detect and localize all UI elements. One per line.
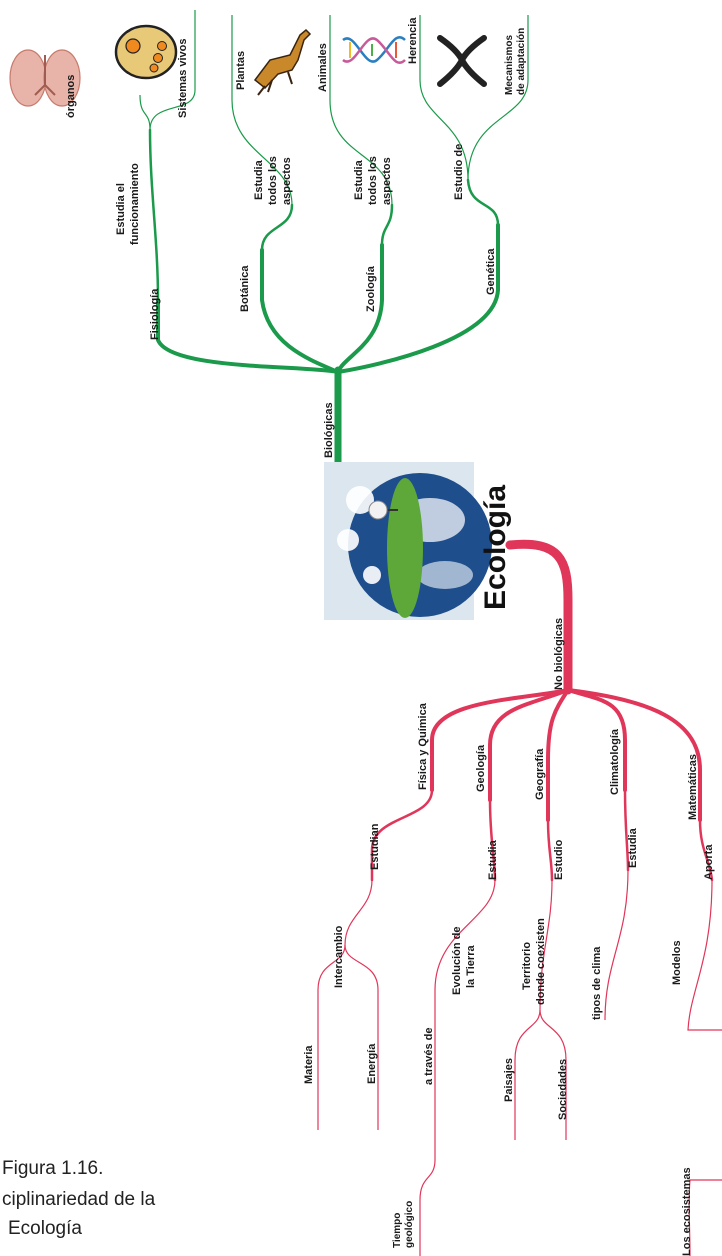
central-title: Ecología bbox=[479, 485, 512, 610]
label-zoologia: Zoología bbox=[365, 265, 377, 312]
caption-line-1: Figura 1.16. bbox=[2, 1158, 103, 1179]
label-evolucion-2: la Tierra bbox=[465, 945, 477, 988]
label-estudia-1a: Estudia bbox=[253, 159, 265, 200]
label-ecosistemas: Los ecosistemas bbox=[681, 1167, 693, 1256]
caption-line-2: ciplinariedad de la bbox=[2, 1189, 156, 1210]
cell-icon bbox=[114, 24, 178, 80]
dna-icon bbox=[342, 36, 406, 64]
giraffe-icon bbox=[253, 28, 312, 96]
label-tiempo-2: geológico bbox=[404, 1201, 415, 1248]
label-geografia: Geografía bbox=[534, 748, 546, 800]
label-paisajes: Paisajes bbox=[503, 1058, 515, 1102]
label-mecanismos-2: de adaptación bbox=[516, 28, 527, 95]
label-evolucion-1: Evolución de bbox=[451, 927, 463, 995]
label-aporta: Aporta bbox=[703, 844, 715, 880]
grass-slice bbox=[387, 478, 423, 618]
label-botanica: Botánica bbox=[239, 265, 251, 312]
label-sociedades: Sociedades bbox=[557, 1059, 569, 1120]
chromosome-icon bbox=[437, 35, 487, 87]
no-biologicas-branches bbox=[317, 539, 722, 1256]
label-organos: órganos bbox=[65, 75, 77, 118]
label-estudia-1c: aspectos bbox=[281, 157, 293, 205]
label-modelos: Modelos bbox=[671, 940, 683, 985]
label-estudia-funcionamiento-1: Estudia el bbox=[115, 183, 127, 235]
label-fisiologia: Fisiología bbox=[149, 288, 161, 340]
lungs-icon bbox=[9, 49, 81, 107]
label-estudio-de: Estudio de bbox=[453, 144, 465, 200]
label-estudia-1b: todos los bbox=[267, 156, 279, 205]
label-estudia-2a: Estudia bbox=[353, 159, 365, 200]
caption-line-3: Ecología bbox=[8, 1218, 82, 1239]
label-estudia-2c: aspectos bbox=[381, 157, 393, 205]
label-sistemas-vivos: Sistemas vivos bbox=[177, 39, 189, 119]
label-territorio-1: Territorio bbox=[521, 942, 533, 990]
label-estudia-2b: todos los bbox=[367, 156, 379, 205]
label-materia: Materia bbox=[303, 1045, 315, 1084]
label-territorio-2: donde coexisten bbox=[535, 918, 547, 1005]
label-tiempo-1: Tiempo bbox=[392, 1213, 403, 1248]
label-fisica-quimica: Física y Química bbox=[417, 702, 429, 790]
label-energia: Energía bbox=[366, 1043, 378, 1084]
label-estudian: Estudian bbox=[369, 823, 381, 870]
label-estudia-funcionamiento-2: funcionamiento bbox=[129, 163, 141, 245]
label-intercambio: Intercambio bbox=[333, 925, 345, 988]
label-a-traves-de: a través de bbox=[423, 1028, 435, 1085]
label-plantas: Plantas bbox=[235, 51, 247, 90]
central-image bbox=[324, 462, 492, 620]
label-estudia-geo: Estudia bbox=[487, 839, 499, 880]
label-estudia-clima: Estudia bbox=[627, 827, 639, 868]
label-tipos-clima: tipos de clima bbox=[591, 946, 603, 1020]
label-herencia: Herencia bbox=[407, 17, 419, 64]
label-biologicas: Biológicas bbox=[323, 402, 335, 458]
label-no-biologicas: No biológicas bbox=[553, 618, 565, 690]
label-geologia: Geología bbox=[475, 744, 487, 792]
label-animales: Animales bbox=[317, 43, 329, 92]
label-matematicas: Matemáticas bbox=[687, 754, 699, 820]
label-genetica: Genética bbox=[485, 248, 497, 295]
biologicas-branches bbox=[139, 10, 529, 469]
figure-caption: Figura 1.16. ciplinariedad de la Ecologí… bbox=[2, 1158, 156, 1239]
label-mecanismos-1: Mecanismos bbox=[504, 35, 515, 95]
label-climatologia: Climatología bbox=[609, 728, 621, 795]
label-estudio-geo: Estudio bbox=[553, 839, 565, 880]
